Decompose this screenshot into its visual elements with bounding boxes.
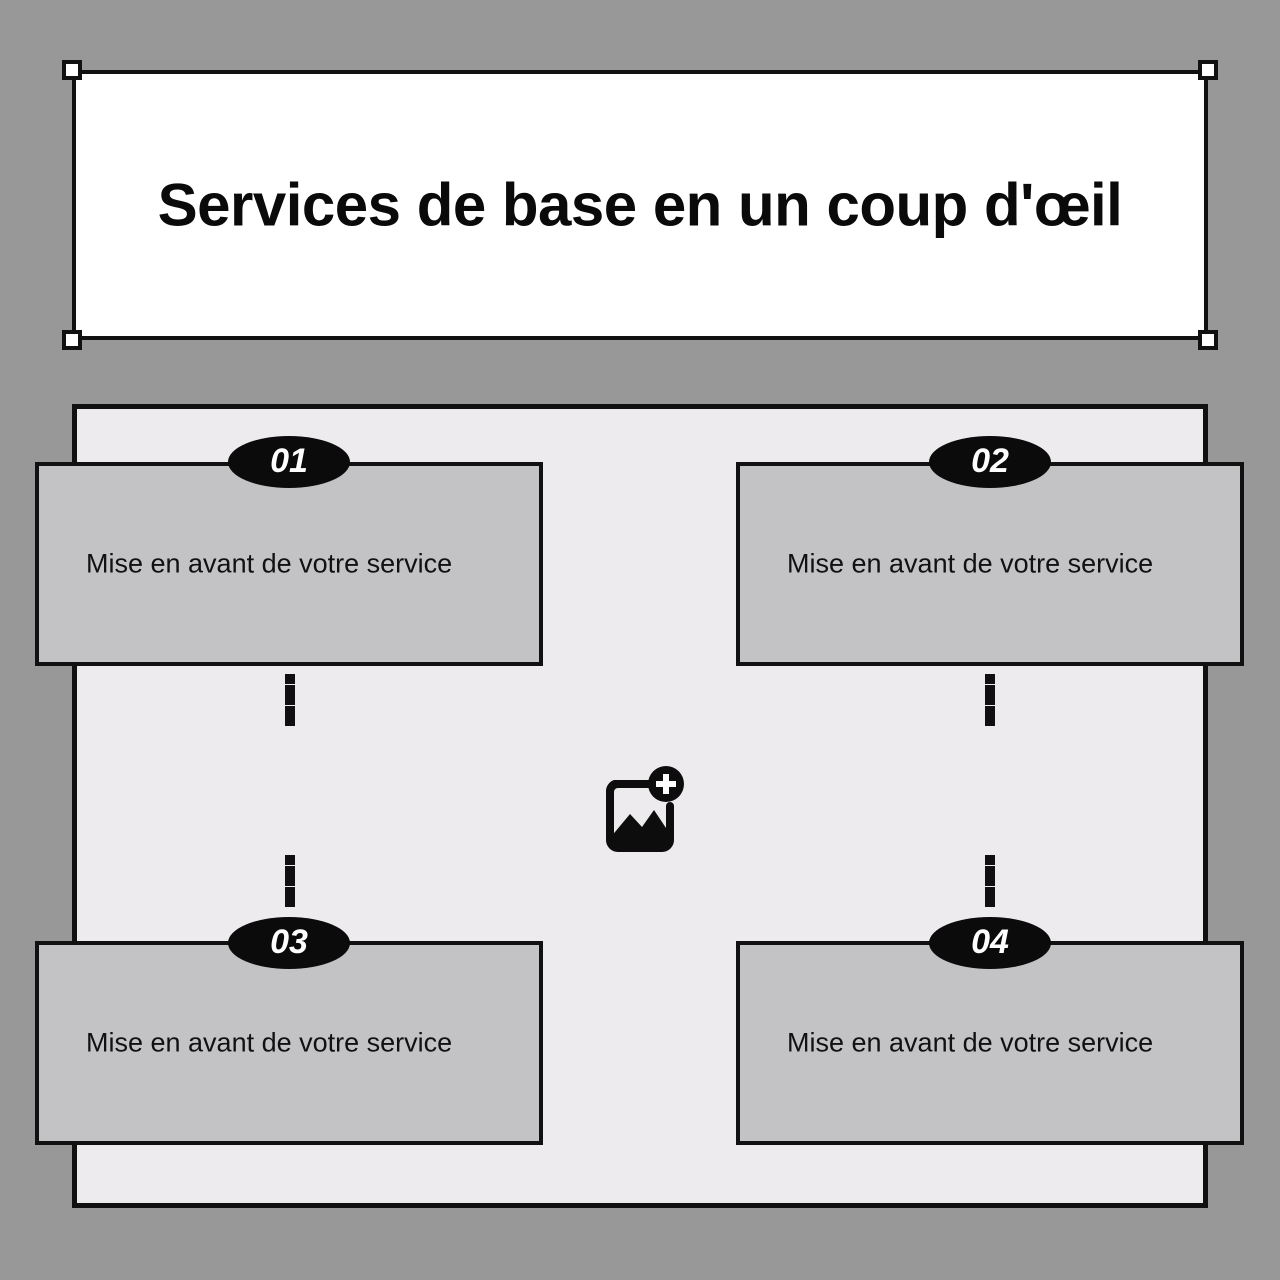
top-left-connector (284, 674, 295, 726)
connector-dot (284, 695, 295, 705)
badge-03[interactable]: 03 (228, 917, 350, 969)
selection-handle-bottom-right[interactable] (1198, 330, 1218, 350)
connector-dot (984, 684, 995, 695)
service-card-02[interactable]: Mise en avant de votre service (736, 462, 1244, 666)
add-image-icon[interactable] (592, 762, 688, 858)
top-right-connector (984, 674, 995, 726)
badge-01-number: 01 (270, 442, 308, 480)
connector-dot (284, 865, 295, 876)
badge-02[interactable]: 02 (929, 436, 1051, 488)
badge-04[interactable]: 04 (929, 917, 1051, 969)
service-card-04-label: Mise en avant de votre service (787, 1027, 1154, 1058)
badge-04-number: 04 (971, 923, 1009, 961)
connector-dot (984, 855, 995, 865)
connector-dot (284, 876, 295, 886)
connector-dot (284, 674, 295, 684)
connector-dot (984, 876, 995, 886)
connector-dot (284, 705, 295, 716)
service-card-01[interactable]: Mise en avant de votre service (35, 462, 543, 666)
service-card-02-label: Mise en avant de votre service (787, 548, 1154, 579)
connector-dot (984, 674, 995, 684)
bottom-right-connector (984, 855, 995, 907)
page-title: Services de base en un coup d'œil (157, 171, 1123, 239)
title-textbox[interactable]: Services de base en un coup d'œil (72, 70, 1208, 340)
connector-dot (984, 865, 995, 876)
bottom-left-connector (284, 855, 295, 907)
selection-handle-top-right[interactable] (1198, 60, 1218, 80)
connector-dot (984, 897, 995, 907)
connector-dot (284, 684, 295, 695)
connector-dot (284, 897, 295, 907)
connector-dot (284, 886, 295, 897)
connector-dot (984, 695, 995, 705)
connector-dot (284, 716, 295, 726)
selection-handle-top-left[interactable] (62, 60, 82, 80)
connector-dot (984, 886, 995, 897)
connector-dot (984, 716, 995, 726)
badge-03-number: 03 (270, 923, 308, 961)
selection-handle-bottom-left[interactable] (62, 330, 82, 350)
service-card-01-label: Mise en avant de votre service (86, 548, 453, 579)
service-card-04[interactable]: Mise en avant de votre service (736, 941, 1244, 1145)
badge-02-number: 02 (971, 442, 1009, 480)
badge-01[interactable]: 01 (228, 436, 350, 488)
connector-dot (284, 855, 295, 865)
service-card-03[interactable]: Mise en avant de votre service (35, 941, 543, 1145)
service-card-03-label: Mise en avant de votre service (86, 1027, 453, 1058)
connector-dot (984, 705, 995, 716)
